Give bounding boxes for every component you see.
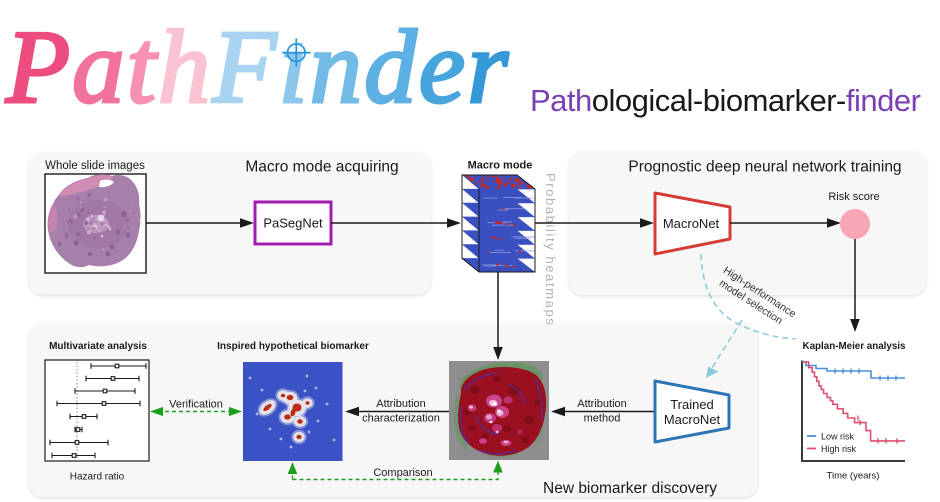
svg-text:MacroNet: MacroNet: [663, 216, 720, 231]
svg-text:Probability heatmaps: Probability heatmaps: [543, 173, 558, 326]
svg-text:Risk score: Risk score: [828, 191, 879, 203]
svg-text:Multivariate analysis: Multivariate analysis: [49, 341, 147, 352]
svg-text:High risk: High risk: [821, 444, 857, 454]
svg-text:New biomarker discovery: New biomarker discovery: [543, 480, 717, 497]
svg-text:method: method: [584, 413, 621, 425]
svg-text:PathFinder: PathFinder: [5, 8, 510, 125]
svg-text:characterization: characterization: [362, 413, 440, 425]
svg-text:Verification: Verification: [169, 399, 223, 411]
svg-text:Pathological-biomarker-finder: Pathological-biomarker-finder: [530, 83, 921, 118]
svg-text:Time (years): Time (years): [827, 471, 880, 482]
svg-text:Inspired hypothetical biomarke: Inspired hypothetical biomarker: [217, 341, 369, 352]
svg-text:MacroNet: MacroNet: [664, 412, 721, 427]
svg-text:Macro mode acquiring: Macro mode acquiring: [245, 159, 398, 176]
svg-text:Kaplan-Meier analysis: Kaplan-Meier analysis: [803, 341, 906, 352]
svg-text:Comparison: Comparison: [373, 467, 432, 479]
svg-text:Attribution: Attribution: [577, 398, 627, 410]
svg-text:Hazard ratio: Hazard ratio: [70, 472, 125, 483]
svg-text:Trained: Trained: [670, 397, 714, 412]
svg-text:Whole slide images: Whole slide images: [45, 160, 145, 172]
svg-text:Prognostic deep neural network: Prognostic deep neural network training: [628, 159, 901, 176]
svg-text:Low risk: Low risk: [821, 432, 855, 442]
svg-text:Attribution: Attribution: [376, 398, 426, 410]
svg-text:PaSegNet: PaSegNet: [263, 216, 323, 231]
svg-text:Macro mode: Macro mode: [468, 160, 533, 172]
